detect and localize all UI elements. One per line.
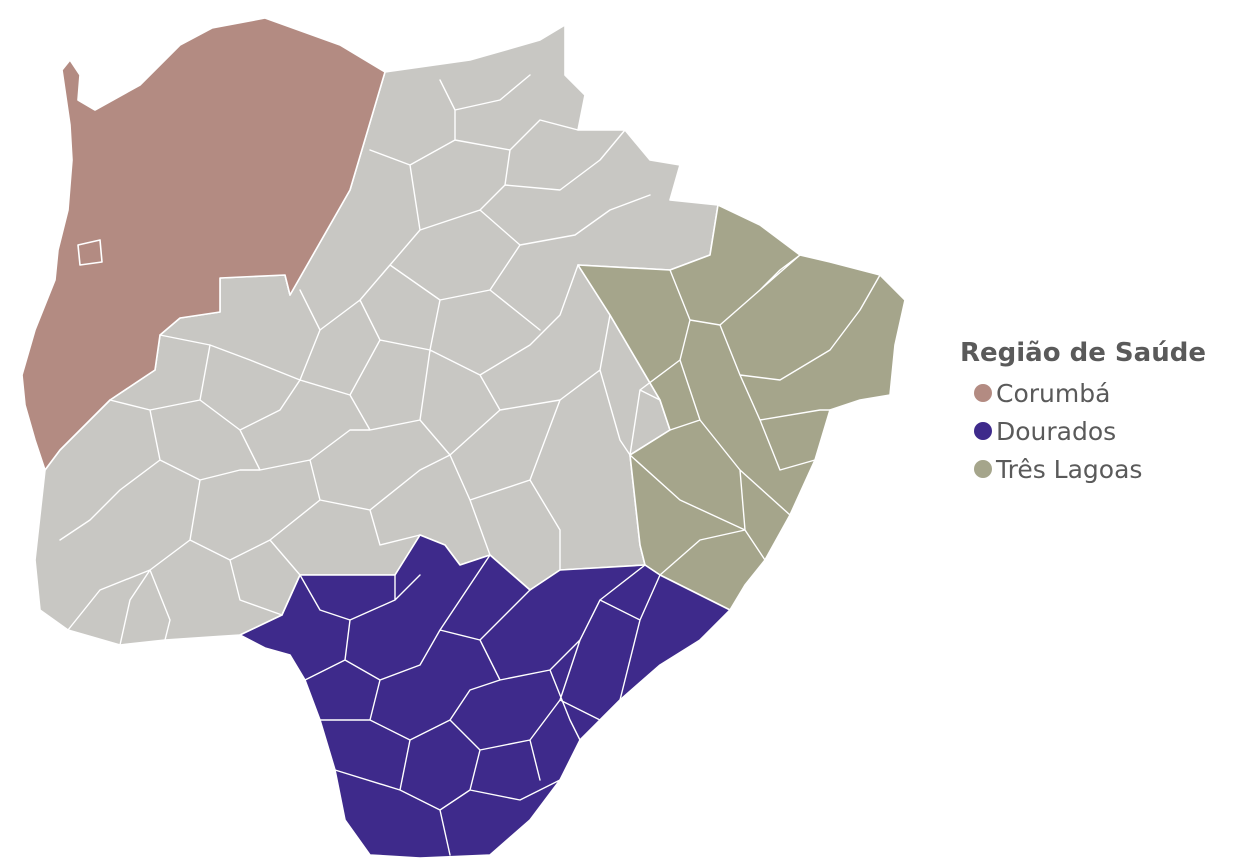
legend-dot-corumba <box>974 384 992 402</box>
legend-item-tres-lagoas: Três Lagoas <box>960 450 1206 488</box>
legend-title: Região de Saúde <box>960 338 1206 368</box>
muni-borders-dourados <box>299 554 661 856</box>
legend: Região de Saúde Corumbá Dourados Três La… <box>960 338 1206 488</box>
legend-label-tres-lagoas: Três Lagoas <box>996 454 1143 484</box>
legend-label-corumba: Corumbá <box>996 378 1111 408</box>
legend-item-dourados: Dourados <box>960 412 1206 450</box>
region-corumba <box>21 17 386 471</box>
muni-borders-tres-lagoas <box>629 254 881 576</box>
muni-borders-grey <box>59 74 651 646</box>
legend-item-corumba: Corumbá <box>960 374 1206 412</box>
legend-label-dourados: Dourados <box>996 416 1117 446</box>
legend-dot-tres-lagoas <box>974 460 992 478</box>
region-dourados <box>239 534 731 859</box>
region-enclave <box>77 239 103 266</box>
legend-dot-dourados <box>974 422 992 440</box>
legend-items: Corumbá Dourados Três Lagoas <box>960 374 1206 488</box>
